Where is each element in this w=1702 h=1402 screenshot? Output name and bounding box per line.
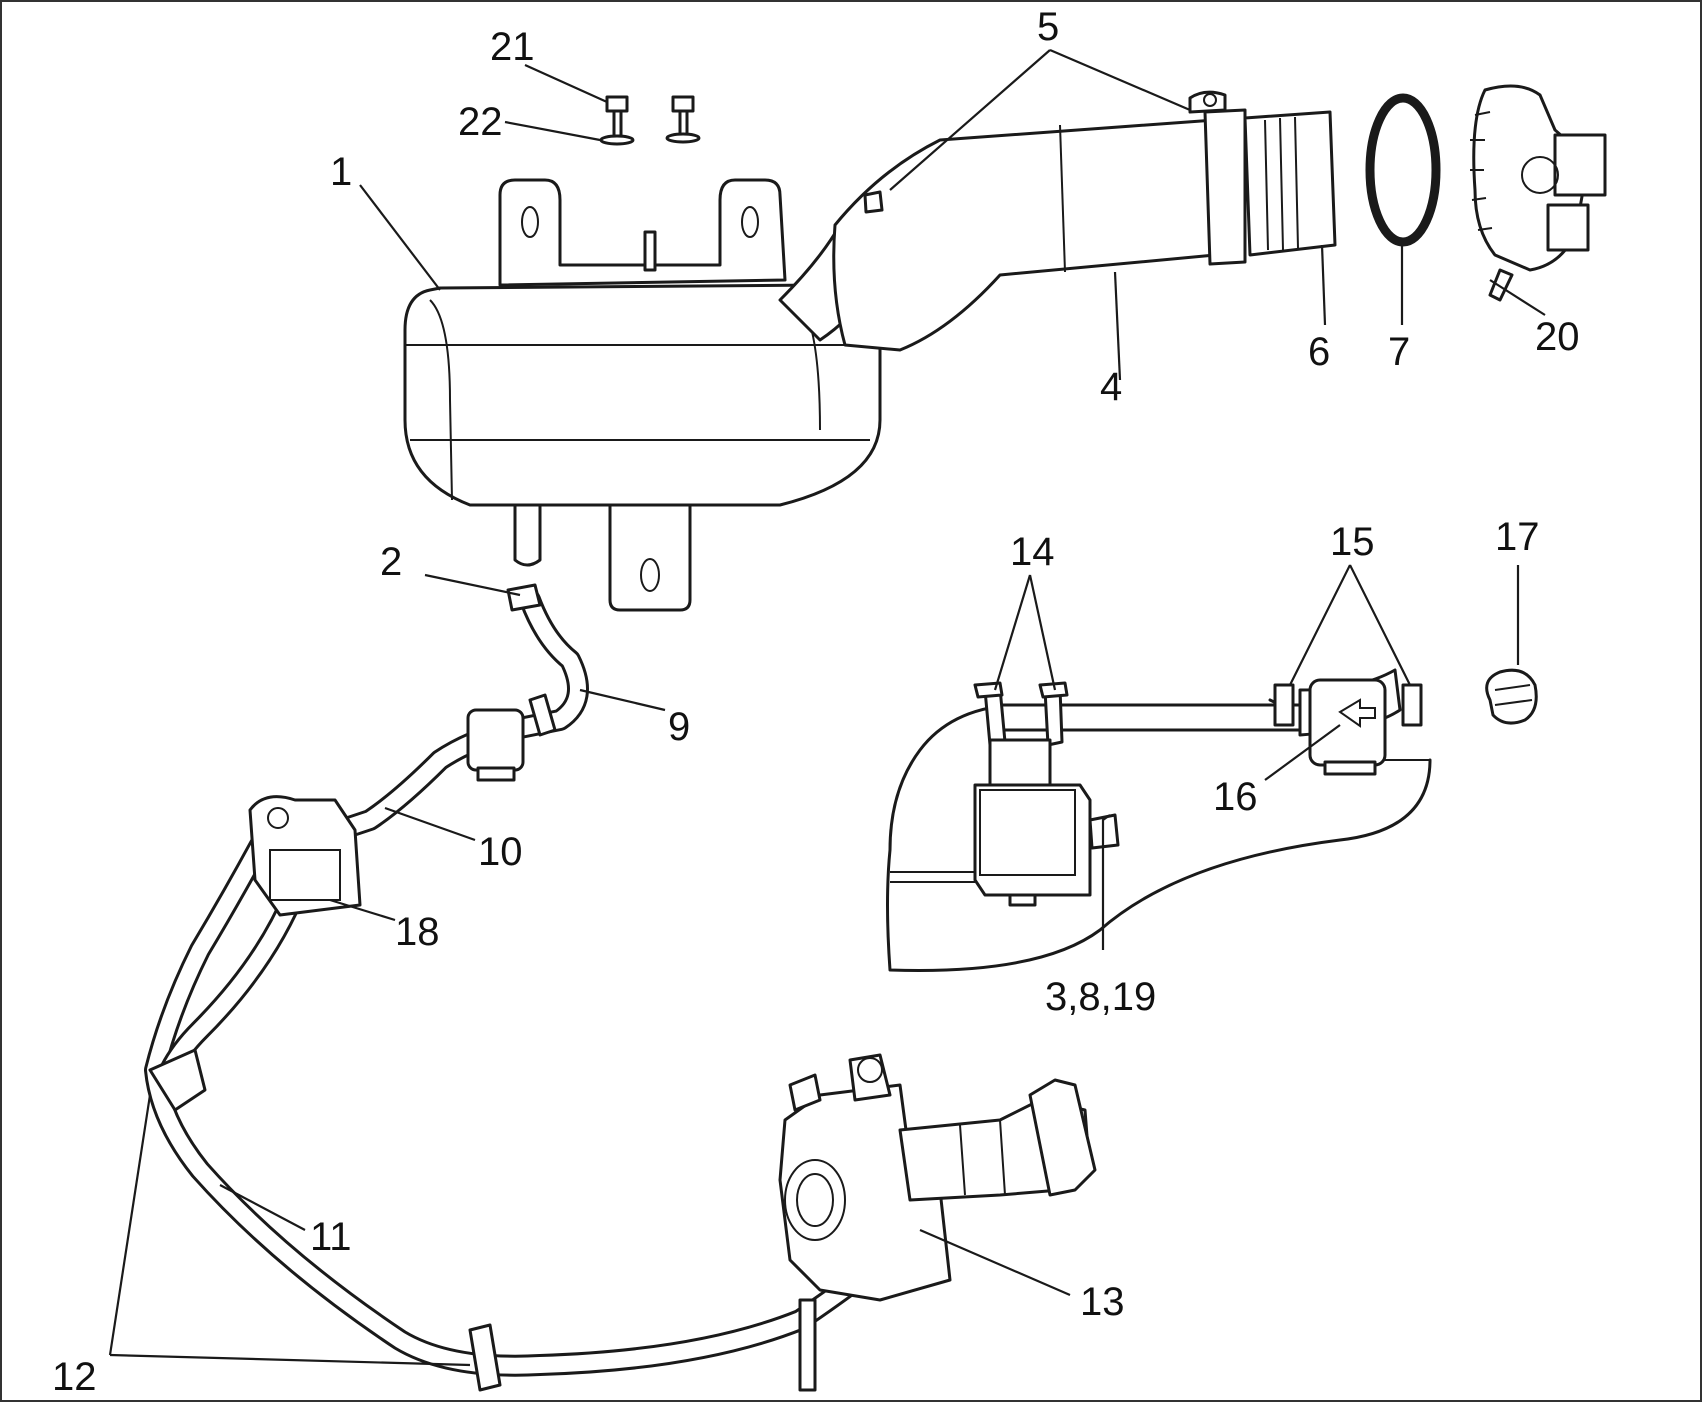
leader-15a <box>1289 564 1351 686</box>
leader-11 <box>219 1184 306 1231</box>
callout-10: 10 <box>478 830 523 874</box>
callout-11: 11 <box>310 1215 352 1259</box>
callout-7: 7 <box>1388 330 1410 374</box>
callout-13: 13 <box>1080 1280 1125 1324</box>
leader-15b <box>1349 564 1411 686</box>
callout-17: 17 <box>1495 515 1540 559</box>
leader-lines <box>108 48 1546 1367</box>
callout-1: 1 <box>330 150 352 194</box>
bolts <box>599 95 701 146</box>
callout-4: 4 <box>1100 365 1122 409</box>
callout-9: 9 <box>668 705 690 749</box>
leader-4 <box>1113 271 1122 381</box>
leader-21 <box>524 63 608 104</box>
leader-10 <box>384 806 476 842</box>
leader-13 <box>919 1228 1071 1297</box>
callout-15: 15 <box>1330 520 1375 564</box>
callout-5: 5 <box>1037 5 1059 49</box>
throttle-body <box>778 1053 1097 1302</box>
filler-cap <box>1470 84 1607 302</box>
callout-22: 22 <box>458 100 503 144</box>
callout-18: 18 <box>395 910 440 954</box>
callout-14: 14 <box>1010 530 1055 574</box>
leader-9 <box>579 688 666 712</box>
callout-16: 16 <box>1213 775 1258 819</box>
leader-22 <box>504 120 601 142</box>
callout-3-8-19: 3,8,19 <box>1045 975 1156 1019</box>
callout-2: 2 <box>380 540 402 584</box>
reservoir-tank <box>403 178 882 612</box>
seal-ring <box>1365 93 1441 247</box>
leader-20 <box>1489 279 1546 316</box>
leader-1 <box>359 184 441 291</box>
leader-6 <box>1320 244 1327 326</box>
leader-16 <box>1264 724 1341 781</box>
callout-6: 6 <box>1308 330 1330 374</box>
leader-5a <box>889 49 1051 191</box>
callout-20: 20 <box>1535 315 1580 359</box>
leader-2 <box>424 573 521 597</box>
leader-12a <box>108 1094 152 1356</box>
leader-14b <box>1028 574 1057 691</box>
callout-21: 21 <box>490 25 535 69</box>
leader-12b <box>109 1353 471 1367</box>
leader-3 <box>1101 814 1111 950</box>
leader-14a <box>993 574 1032 691</box>
leader-5b <box>1049 48 1191 112</box>
callout-12: 12 <box>52 1355 97 1399</box>
callout-labels: 1 2 3,8,19 4 5 6 7 9 10 11 12 13 14 15 1… <box>52 5 1580 1399</box>
filler-neck <box>832 90 1337 352</box>
leader-18 <box>329 898 396 922</box>
hose-assembly <box>144 583 881 1392</box>
